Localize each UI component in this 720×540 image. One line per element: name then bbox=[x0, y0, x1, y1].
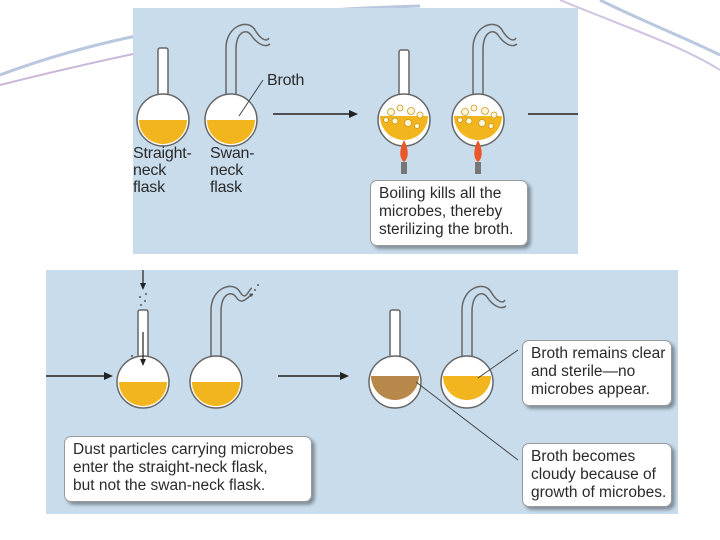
dust-callout: Dust particles carrying microbes enter t… bbox=[64, 436, 312, 502]
top-panel-illustration bbox=[136, 23, 578, 174]
incoming-arrow bbox=[46, 372, 113, 380]
broth-swan-flask bbox=[207, 120, 255, 144]
bubbles-right bbox=[457, 104, 498, 129]
cloudy-broth bbox=[371, 376, 419, 400]
cloudy-callout: Broth becomes cloudy because of growth o… bbox=[522, 443, 672, 507]
bubbles-left bbox=[383, 104, 424, 129]
bottom-panel-illustration bbox=[46, 270, 519, 461]
broth-pointer bbox=[238, 79, 264, 117]
broth-straight-flask bbox=[139, 120, 187, 144]
cloudy-pointer bbox=[415, 381, 519, 461]
swan-neck-flask-label: Swan- neck flask bbox=[210, 145, 255, 196]
process-arrow-2 bbox=[278, 372, 349, 380]
dust-arrow bbox=[140, 270, 146, 290]
clear-broth bbox=[443, 376, 491, 400]
process-arrow-1 bbox=[273, 110, 358, 118]
boiling-callout: Boiling kills all the microbes, thereby … bbox=[370, 180, 528, 246]
straight-neck-flask-label: Straight- neck flask bbox=[133, 145, 192, 196]
trapped-dust bbox=[249, 284, 259, 297]
top-panel: Broth Straight- neck flask Swan- neck fl… bbox=[133, 8, 578, 254]
flame-right bbox=[474, 140, 482, 174]
dust-arrow-inside bbox=[140, 332, 146, 366]
dust-particles bbox=[131, 293, 147, 365]
flame-left bbox=[400, 140, 408, 174]
clear-callout: Broth remains clear and sterile—no micro… bbox=[522, 340, 672, 406]
broth-label: Broth bbox=[267, 72, 305, 89]
bottom-panel: Broth remains clear and sterile—no micro… bbox=[46, 270, 678, 514]
clear-pointer bbox=[477, 349, 519, 379]
